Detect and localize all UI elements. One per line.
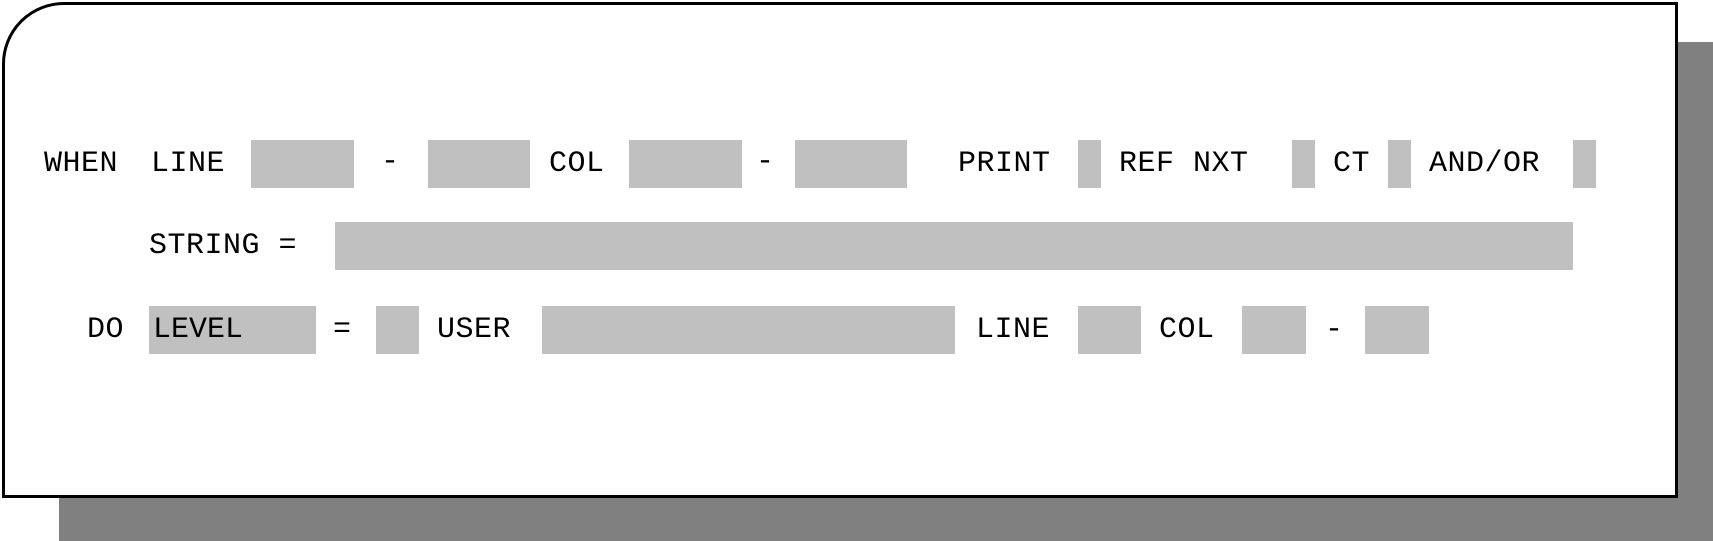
equals-value-field[interactable] xyxy=(376,306,419,354)
do-col-from-field[interactable] xyxy=(1242,306,1306,354)
line-from-field[interactable] xyxy=(251,140,354,188)
do-col-range-dash: - xyxy=(1325,313,1344,347)
print-field[interactable] xyxy=(1078,140,1101,188)
equals-label: = xyxy=(333,313,352,347)
do-col-to-field[interactable] xyxy=(1365,306,1429,354)
level-field[interactable]: LEVEL xyxy=(149,306,316,354)
col-to-field[interactable] xyxy=(795,140,907,188)
rule-definition-panel: WHEN LINE - COL - PRINT REF NXT CT AND/O… xyxy=(2,2,1678,498)
ct-field[interactable] xyxy=(1388,140,1411,188)
line-range-dash: - xyxy=(381,145,400,179)
ct-label: CT xyxy=(1333,147,1371,181)
user-field[interactable] xyxy=(542,306,955,354)
do-label: DO xyxy=(87,313,125,347)
print-label: PRINT xyxy=(958,147,1051,181)
col-label: COL xyxy=(549,147,605,181)
do-col-label: COL xyxy=(1159,313,1215,347)
col-from-field[interactable] xyxy=(629,140,742,188)
ref-nxt-label: REF NXT xyxy=(1119,147,1249,181)
string-label: STRING = xyxy=(149,229,298,263)
line-to-field[interactable] xyxy=(428,140,530,188)
do-line-field[interactable] xyxy=(1078,306,1141,354)
do-line-label: LINE xyxy=(976,313,1051,347)
string-field[interactable] xyxy=(335,222,1573,270)
and-or-label: AND/OR xyxy=(1429,147,1541,181)
user-label: USER xyxy=(437,313,512,347)
and-or-field[interactable] xyxy=(1573,140,1596,188)
ref-nxt-field[interactable] xyxy=(1292,140,1315,188)
col-range-dash: - xyxy=(756,145,775,179)
line-label: LINE xyxy=(151,147,226,181)
when-label: WHEN xyxy=(44,147,119,181)
